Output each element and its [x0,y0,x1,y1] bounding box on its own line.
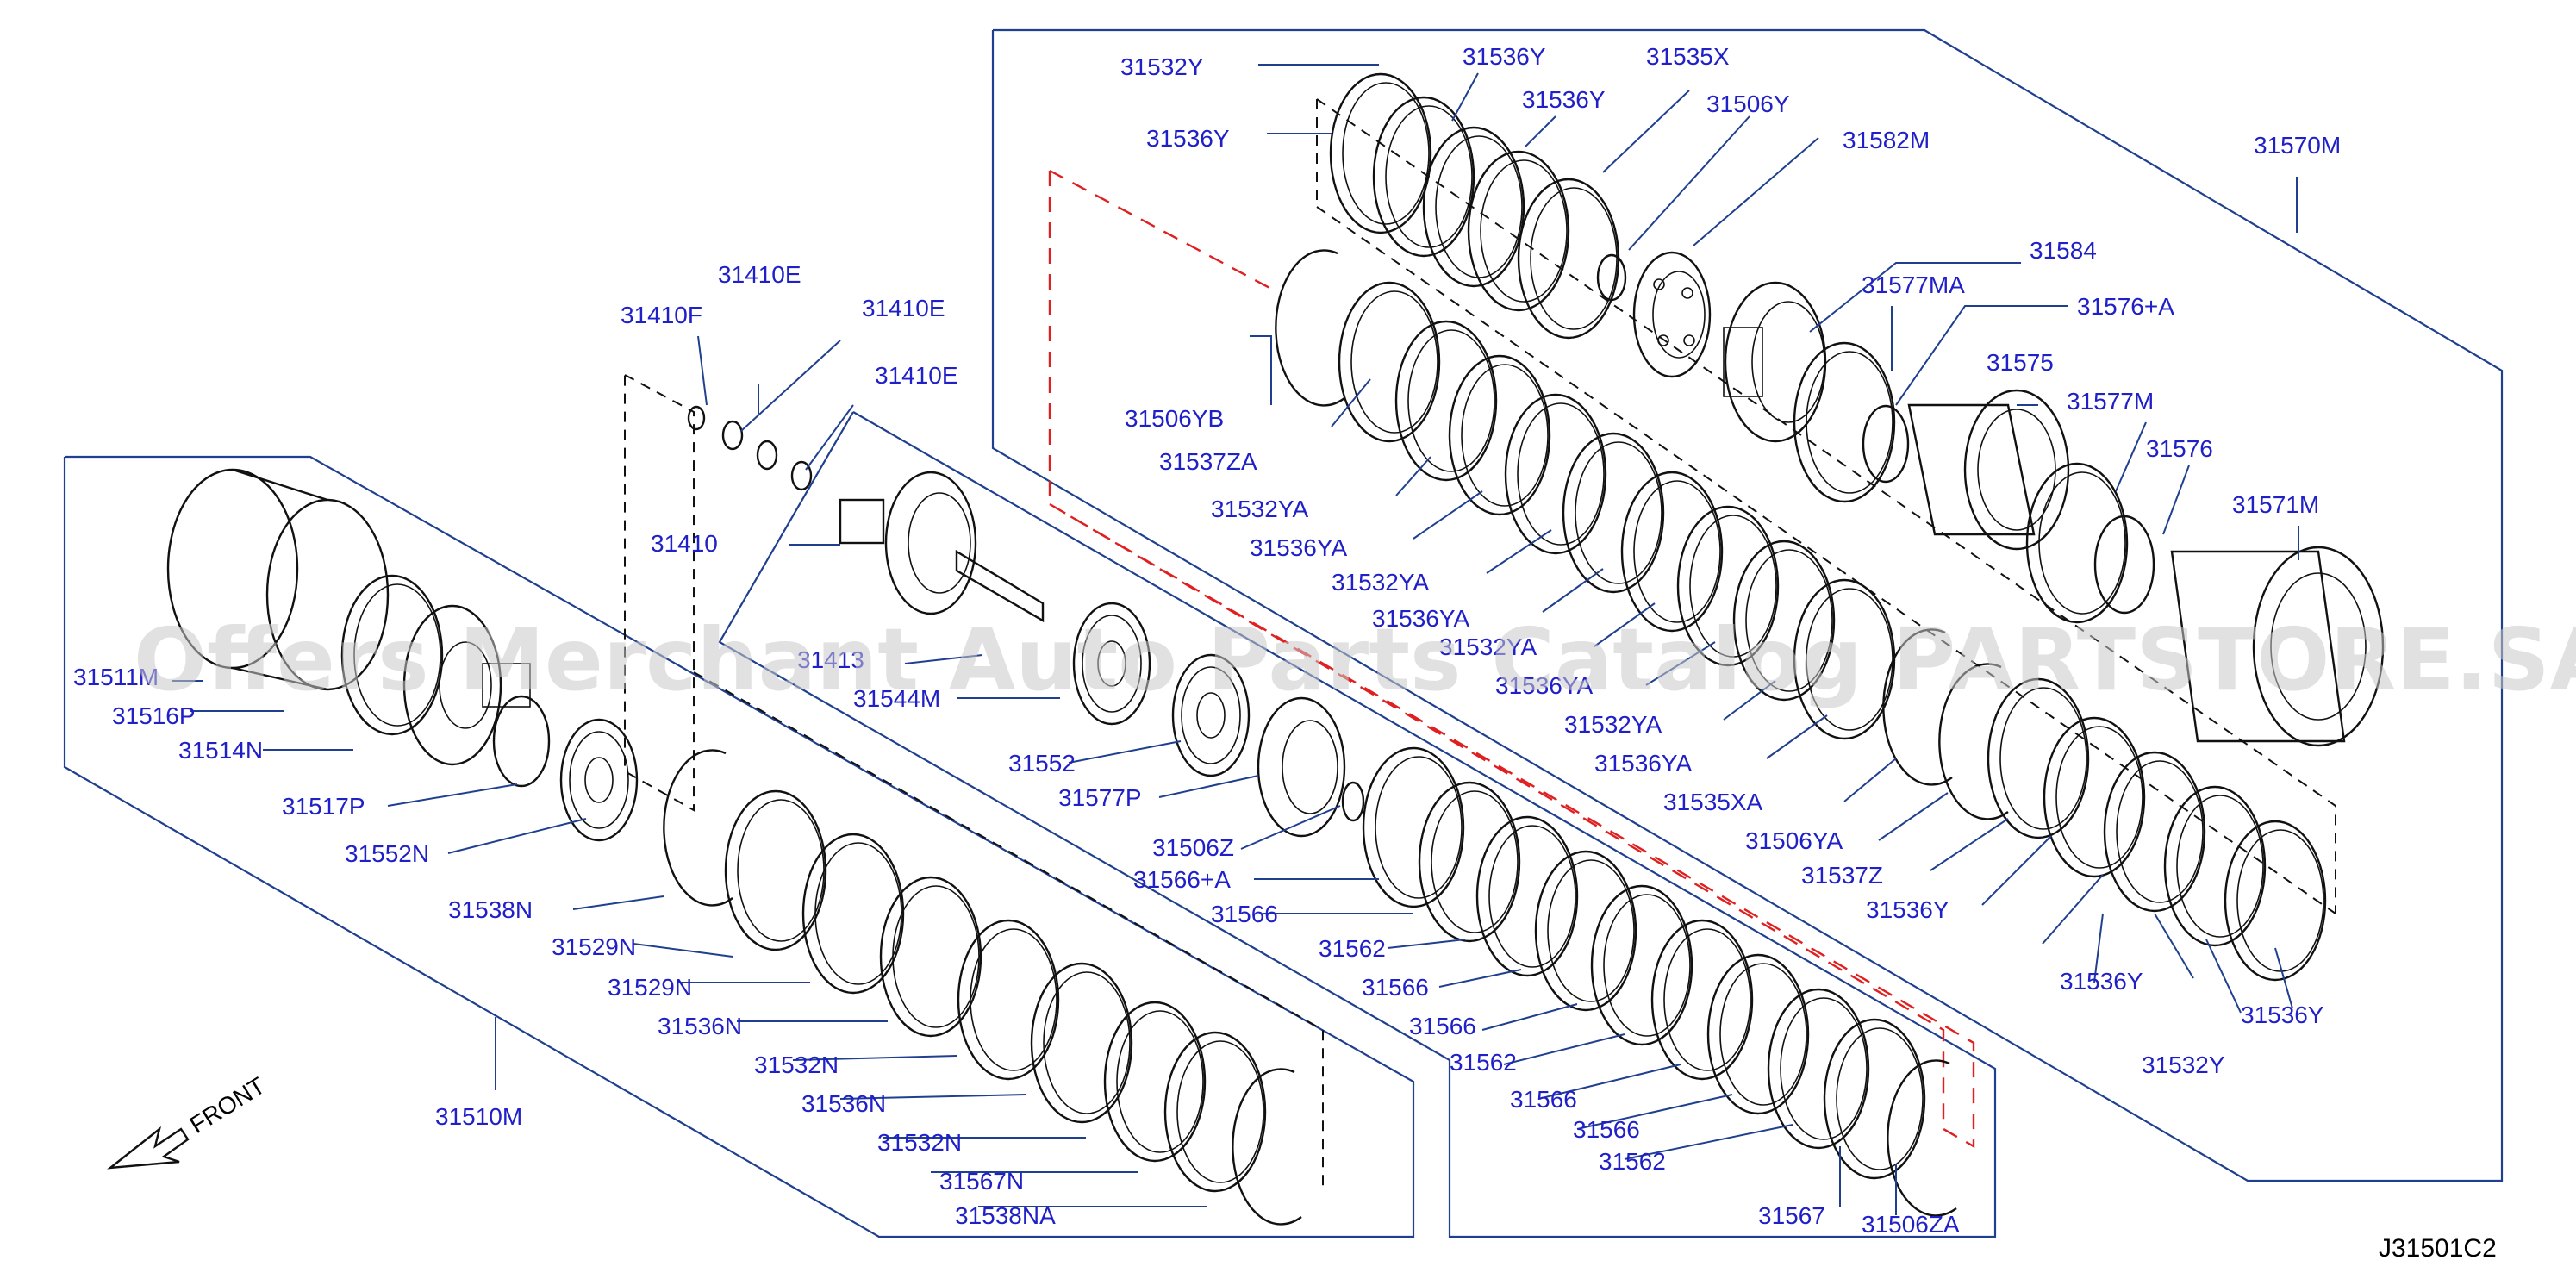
part-label: 31576 [2146,435,2213,462]
part-label: 31566 [1510,1086,1577,1113]
part-label: 31552N [345,840,429,867]
parts-group-31410 [687,405,1365,838]
part-label: 31536Y [2241,1001,2324,1028]
part-label: 31536YA [1495,672,1593,699]
part-label: 31532YA [1332,569,1429,596]
dashed-bounds-31510m [693,671,1324,1189]
part-label: 31410E [875,362,958,389]
part-label: 31532Y [1120,53,1204,80]
part-label: 31529N [608,974,692,1001]
part-label: 31517P [282,793,365,820]
part-label: 31506Y [1706,90,1790,117]
hub-31584 [1723,281,1827,443]
part-label: 31536Y [1522,86,1606,113]
part-label: 31536YA [1372,605,1469,632]
leader-lines [172,64,2299,1215]
parts-group-31570m [1275,72,2385,982]
part-label: 31537ZA [1159,448,1257,475]
part-label: 31566 [1409,1013,1476,1039]
part-label: 31532N [877,1129,962,1156]
part-label: 31532YA [1439,633,1537,660]
piston-31582m [1632,251,1712,378]
part-label: 31506YA [1745,827,1843,854]
part-label: 31511M [73,664,159,690]
part-label: 31532Y [2142,1051,2225,1078]
part-label: 31537Z [1801,862,1883,889]
part-label: 31516P [112,702,196,729]
part-label: 31544M [853,685,940,712]
part-label: 31536Y [2060,968,2143,995]
part-label: 31576+A [2077,293,2174,320]
dashed-bounds-31570m-upper [1316,98,2336,914]
part-label: 31536YA [1250,534,1347,561]
part-label: 31506YB [1125,405,1224,432]
parts-group-31510m [166,468,1303,1226]
part-label: 31584 [2030,237,2097,264]
frame-group-middle [718,411,1997,1238]
part-label: 31570M [2254,132,2341,159]
part-label: 31535XA [1663,789,1763,815]
drum-31571m [2170,546,2385,747]
drum-31575 [1907,389,2070,551]
part-label: 31562 [1599,1148,1666,1175]
part-labels: 31532Y 31536Y 31536Y 31535X 31536Y 31506… [73,43,2341,1238]
part-label: 31536N [801,1090,886,1117]
part-label: 31577MA [1862,271,1965,298]
part-label: 31536Y [1866,896,1949,923]
part-label: 31538NA [955,1202,1056,1229]
part-label: 31571M [2232,491,2319,518]
part-label: 31532N [754,1051,839,1078]
drum-31511m [166,468,390,691]
part-label: 31567N [939,1168,1024,1195]
part-label: 31410 [651,530,718,557]
part-label: 31410E [718,261,801,288]
part-label: 31532YA [1564,711,1662,738]
part-label: 31577P [1058,784,1142,811]
part-label: 31577M [2067,388,2154,415]
part-label: 31532YA [1211,496,1308,522]
watermark-text: Offers Merchant Auto Parts Catalog PARTS… [134,609,2576,710]
part-label: 31536N [658,1013,742,1039]
red-dashed-bounds [1048,171,1975,1149]
ring-31577p [1257,696,1346,838]
part-label: 31582M [1843,127,1930,153]
part-label: 31566 [1573,1116,1640,1143]
front-arrow-icon [107,1126,190,1170]
part-label: 31562 [1450,1049,1517,1076]
part-label: 31506Z [1152,834,1234,861]
part-label: 31552 [1008,750,1076,777]
part-label: 31535X [1646,43,1730,70]
part-label: 31536Y [1146,125,1230,152]
part-label: 31575 [1987,349,2054,376]
part-label: 31413 [797,646,864,673]
frame-group-31570m [991,28,2504,1182]
part-label: 31566+A [1133,866,1231,893]
part-label: 31536Y [1463,43,1546,70]
frame-group-31510m [63,455,1415,1238]
part-label: 31562 [1319,935,1386,962]
carrier-31514n [402,604,531,766]
dashed-bounds-31410 [624,374,695,812]
part-label: 31514N [178,737,263,764]
part-label: 31410F [621,302,702,328]
part-label: 31506ZA [1862,1211,1960,1238]
part-label: 31410E [862,295,945,321]
part-label: 31536YA [1594,750,1692,777]
part-label: 31566 [1362,974,1429,1001]
shaft-31410 [839,471,1045,623]
front-label: FRONT [185,1072,270,1139]
part-label: 31529N [552,933,636,960]
diagram-code: J31501C2 [2379,1234,2497,1263]
part-label: 31538N [448,896,533,923]
part-label: 31510M [435,1103,522,1130]
part-label: 31567 [1758,1202,1825,1229]
part-label: 31566 [1211,901,1278,927]
